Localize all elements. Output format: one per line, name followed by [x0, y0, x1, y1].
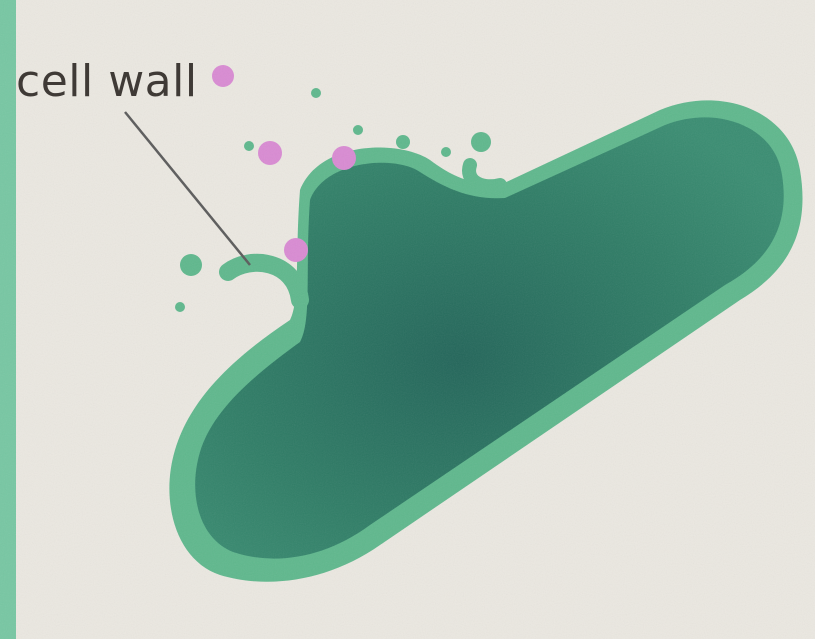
- cell-wall-label: cell wall: [16, 56, 198, 107]
